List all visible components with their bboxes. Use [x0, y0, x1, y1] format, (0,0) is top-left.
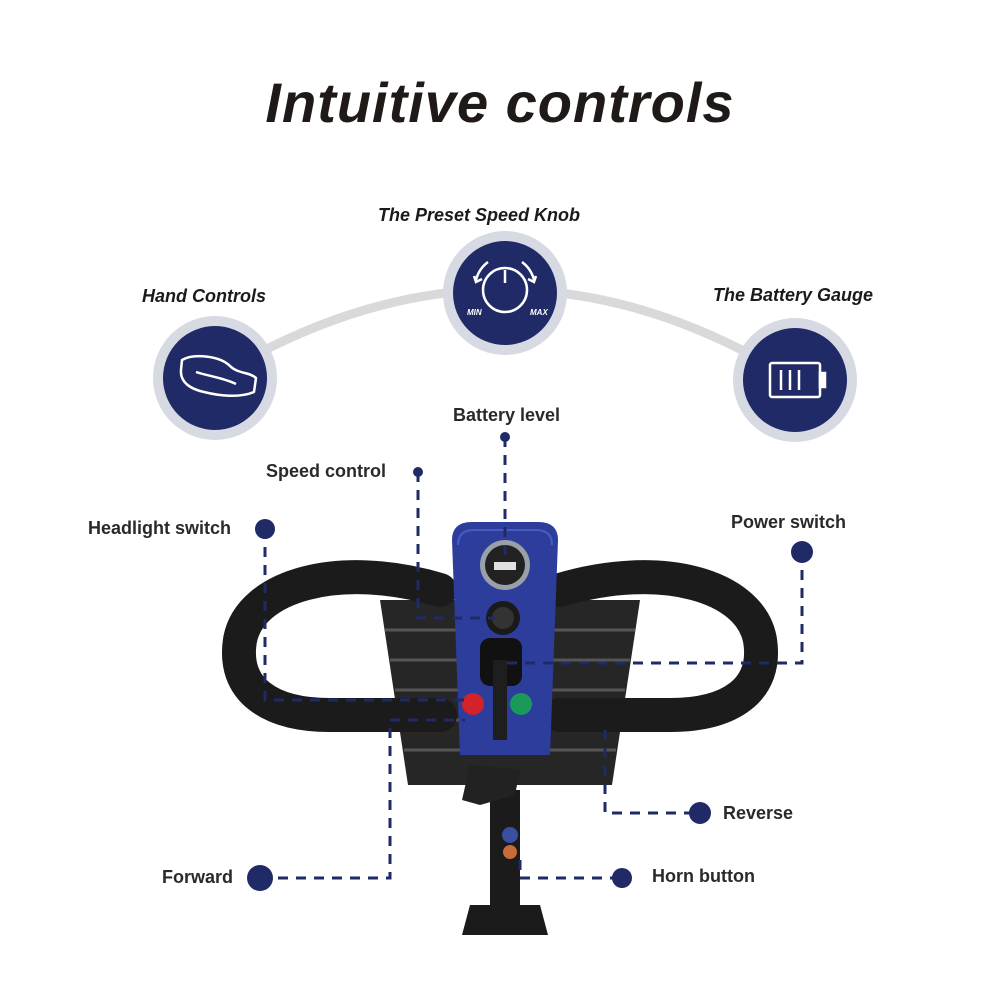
speed-max-label: MAX [530, 308, 548, 317]
callout-forward: Forward [162, 867, 234, 887]
reverse-button [462, 693, 484, 715]
dot-horn [612, 868, 632, 888]
dot-headlight [255, 519, 275, 539]
scooter-tiller [221, 522, 779, 935]
speed-min-label: MIN [467, 308, 482, 317]
speed-dial-icon [472, 260, 538, 314]
speed-knob-label: The Preset Speed Knob [378, 205, 581, 225]
forward-button [510, 693, 532, 715]
callout-headlight-switch: Headlight switch [88, 518, 232, 538]
hand-controls-badge [153, 316, 277, 440]
dot-battery-level [500, 432, 510, 442]
leader-headlight [263, 529, 465, 702]
callout-horn-button: Horn button [652, 866, 755, 886]
hand-grip-icon [179, 354, 258, 397]
leader-forward [260, 718, 465, 880]
dot-forward [247, 865, 273, 891]
battery-gauge-badge [733, 318, 857, 442]
dot-speed-control [413, 467, 423, 477]
handlebar [221, 560, 457, 732]
leader-speed-control [416, 472, 495, 620]
dot-reverse [689, 802, 711, 824]
leader-reverse [603, 730, 700, 815]
leader-power [506, 552, 804, 665]
battery-gauge-label: The Battery Gauge [713, 285, 874, 305]
callout-reverse: Reverse [723, 803, 794, 823]
callout-power-switch: Power switch [731, 512, 847, 532]
battery-icon [768, 361, 827, 399]
hand-controls-label: Hand Controls [142, 286, 266, 306]
leader-horn [518, 860, 622, 880]
dot-power [791, 541, 813, 563]
speed-knob-badge: MIN MAX [443, 231, 567, 355]
page-title: Intuitive controls [265, 71, 735, 134]
callout-battery-level: Battery level [453, 405, 561, 425]
callout-speed-control: Speed control [266, 461, 387, 481]
